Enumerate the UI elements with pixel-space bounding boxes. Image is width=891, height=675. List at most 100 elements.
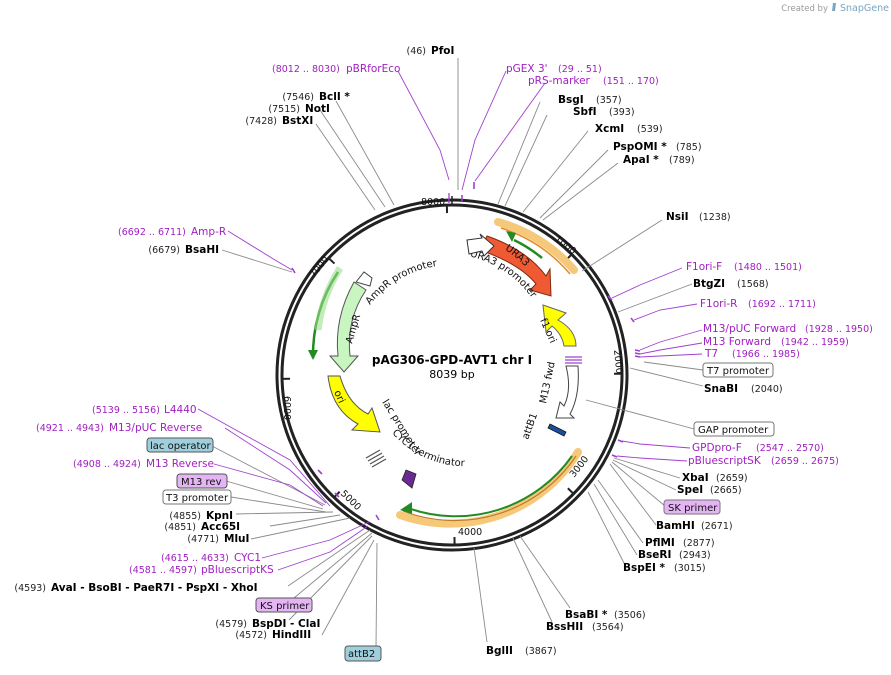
site-pos: (3506) [614, 610, 646, 621]
lac-promoter-marks [366, 450, 386, 467]
tick-label-4000: 4000 [458, 527, 482, 538]
primer-name[interactable]: M13 Reverse [146, 458, 214, 470]
site-pos: (393) [609, 107, 635, 118]
site-pos: (1238) [699, 212, 731, 223]
site-name[interactable]: AvaI - BsoBI - PaeR7I - PspXI - XhoI [51, 582, 258, 594]
site-name[interactable]: NotI [305, 103, 330, 115]
primer-name[interactable]: M13/pUC Forward [703, 323, 796, 335]
site-name[interactable]: BspEI * [623, 562, 666, 574]
site-name[interactable]: BclI * [319, 91, 350, 103]
site-name[interactable]: MluI [224, 533, 249, 545]
created-by-text: Created by [781, 4, 828, 14]
primer-pos: (6692 .. 6711) [118, 227, 186, 238]
t7-promoter-label[interactable]: T7 promoter [706, 366, 770, 377]
site-pos: (7428) [245, 116, 277, 127]
site-name[interactable]: BseRI [638, 549, 671, 561]
site-pos: (357) [596, 95, 622, 106]
plasmid-name: pAG306-GPD-AVT1 chr I [372, 353, 532, 367]
site-name[interactable]: SpeI [677, 484, 703, 496]
primer-name[interactable]: pBRforEco [346, 63, 400, 75]
site-name[interactable]: PfoI [431, 45, 454, 57]
primer-pos: (4908 .. 4924) [73, 459, 141, 470]
ampr-orf-arrowhead [308, 350, 318, 360]
tick-mark [568, 488, 574, 494]
site-pos: (6679) [148, 245, 180, 256]
t3-promoter-label[interactable]: T3 promoter [165, 493, 229, 504]
primer-pos: (1480 .. 1501) [734, 262, 802, 273]
site-name[interactable]: HindIII [272, 629, 311, 641]
site-name[interactable]: BamHI [656, 520, 695, 532]
ampr-orf-highlight [318, 268, 340, 330]
site-name[interactable]: XcmI [595, 123, 624, 135]
primer-name[interactable]: F1ori-R [700, 298, 737, 310]
site-name[interactable]: ApaI * [623, 154, 659, 166]
site-name[interactable]: SnaBI [704, 383, 738, 395]
site-name[interactable]: BssHII [546, 621, 583, 633]
site-name[interactable]: Acc65I [201, 521, 240, 533]
primer-name[interactable]: F1ori-F [686, 261, 722, 273]
primer-name[interactable]: pBluescriptSK [688, 455, 762, 467]
site-pos: (3564) [592, 622, 624, 633]
site-name[interactable]: PflMI [645, 537, 675, 549]
site-pos: (4572) [235, 630, 267, 641]
ampr-promoter-arrow [356, 272, 372, 286]
site-pos: (789) [669, 155, 695, 166]
site-name[interactable]: NsiI [666, 211, 689, 223]
site-pos: (2943) [679, 550, 711, 561]
site-name[interactable]: BstXI [282, 115, 313, 127]
primer-name[interactable]: T7 [704, 348, 718, 360]
site-pos: (4855) [169, 511, 201, 522]
m13-fwd-label: M13 fwd [538, 361, 558, 405]
site-name[interactable]: BsaHI [185, 244, 219, 256]
site-name[interactable]: BsaBI * [565, 609, 608, 621]
primer-pos: (1692 .. 1711) [748, 299, 816, 310]
site-name[interactable]: BtgZI [693, 278, 725, 290]
cyc1-terminator-mark [402, 470, 416, 488]
primer-pos: (4921 .. 4943) [36, 423, 104, 434]
site-pos: (4851) [164, 522, 196, 533]
site-pos: (2040) [751, 384, 783, 395]
primer-pos: (1966 .. 1985) [732, 349, 800, 360]
site-pos: (7546) [282, 92, 314, 103]
plasmid-size: 8039 bp [429, 368, 474, 381]
primer-name[interactable]: M13/pUC Reverse [109, 422, 202, 434]
site-pos: (7515) [268, 104, 300, 115]
snapgene-logo-icon [832, 3, 836, 11]
m13-rev-label[interactable]: M13 rev [181, 477, 222, 488]
site-pos: (4593) [14, 583, 46, 594]
primer-name[interactable]: Amp-R [191, 226, 226, 238]
site-pos: (2665) [710, 485, 742, 496]
primer-name[interactable]: pRS-marker [528, 75, 591, 87]
primer-name[interactable]: L4440 [164, 404, 197, 416]
site-name[interactable]: SbfI [573, 106, 597, 118]
site-pos: (4579) [215, 619, 247, 630]
sk-primer-label[interactable]: SK primer [668, 503, 718, 514]
tick-label-8000: 8000 [421, 197, 445, 208]
gap-promoter-label[interactable]: GAP promoter [698, 425, 769, 436]
primer-name[interactable]: pBluescriptKS [201, 564, 274, 576]
primer-name[interactable]: pGEX 3' [506, 63, 548, 75]
site-name[interactable]: BsgI [558, 94, 584, 106]
site-name[interactable]: PspOMI * [613, 141, 667, 153]
site-name[interactable]: XbaI [682, 472, 709, 484]
site-pos: (785) [676, 142, 702, 153]
primer-pos: (151 .. 170) [603, 76, 659, 87]
primer-pos: (1942 .. 1959) [781, 337, 849, 348]
lac-operator-label[interactable]: lac operator [150, 441, 211, 452]
attb2-label[interactable]: attB2 [348, 649, 375, 660]
primer-name[interactable]: CYC1 [234, 552, 261, 564]
primer-pos: (1928 .. 1950) [805, 324, 873, 335]
site-pos: (46) [406, 46, 426, 57]
ampr-promoter-label: AmpR promoter [364, 258, 439, 307]
primer-name[interactable]: GPDpro-F [692, 442, 742, 454]
primer-name[interactable]: M13 Forward [703, 336, 771, 348]
primer-pos: (29 .. 51) [558, 64, 602, 75]
gap-promoter-arrow [556, 366, 578, 418]
ks-primer-label[interactable]: KS primer [260, 601, 310, 612]
tick-label-6000: 6000 [281, 396, 292, 420]
lac-promoter-label: lac promoter [379, 398, 423, 459]
site-name[interactable]: BglII [486, 645, 513, 657]
primer-pos: (2659 .. 2675) [771, 456, 839, 467]
